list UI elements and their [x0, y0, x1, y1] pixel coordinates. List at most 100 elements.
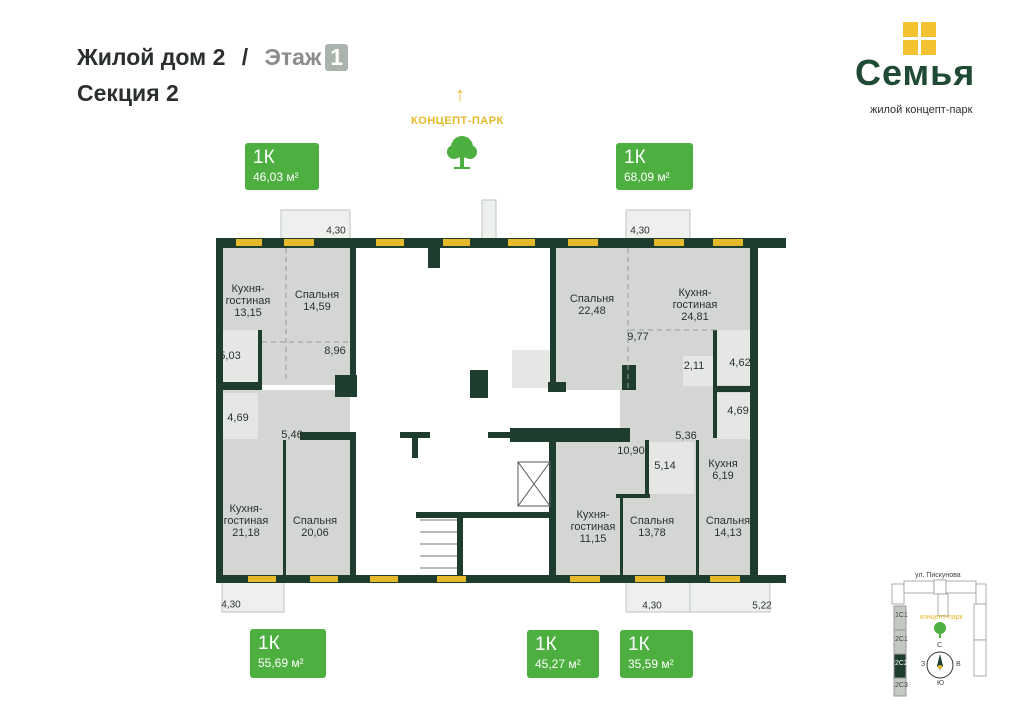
room-label: 8,96 — [324, 345, 345, 357]
apartment-type: 1К — [253, 147, 275, 168]
apartment-tag[interactable]: 1К 55,69 м² — [250, 629, 326, 678]
apartment-type: 1К — [624, 147, 646, 168]
apartment-area: 55,69 м² — [258, 656, 304, 670]
room-name: гостиная — [223, 515, 269, 527]
room-name: Кухня- — [678, 287, 712, 299]
room-area: 4,69 — [727, 405, 749, 417]
compass-north: С — [937, 642, 943, 649]
apartment-tag[interactable]: 1К 35,59 м² — [620, 630, 693, 678]
balcony-area: 5,22 — [752, 600, 772, 612]
section-title: Секция 2 — [77, 80, 179, 106]
minimap-section[interactable]: 2С3 — [895, 682, 908, 689]
logo-squares-icon — [903, 22, 936, 55]
balcony-area: 4,30 — [326, 225, 346, 237]
tree-icon — [447, 136, 477, 169]
compass-west: З — [921, 661, 926, 668]
apartment-type: 1К — [535, 634, 557, 655]
room-area: 20,06 — [301, 527, 329, 539]
minimap-section-current[interactable]: 2С2 — [895, 660, 908, 667]
elevator — [517, 461, 551, 507]
balconies — [221, 199, 771, 613]
room-area: 14,59 — [303, 301, 331, 313]
room-name: Спальня — [705, 515, 751, 527]
floor-label: Этаж — [264, 44, 322, 70]
apartment-tag[interactable]: 1К 46,03 м² — [245, 143, 319, 190]
bathrooms — [222, 330, 750, 494]
room-label: 5,14 — [654, 460, 675, 472]
room-name: гостиная — [672, 299, 718, 311]
room-name: Кухня- — [576, 509, 610, 521]
apartment-area: 45,27 м² — [535, 657, 581, 671]
separator: / — [241, 44, 249, 70]
room-area: 5,36 — [675, 430, 697, 442]
building-name[interactable]: Жилой дом 2 — [77, 44, 226, 70]
room-area: 10,90 — [617, 445, 645, 457]
room-label: 4,69 — [727, 405, 748, 417]
walls — [216, 238, 786, 583]
room-area: 21,18 — [232, 527, 260, 539]
room-area: 13,15 — [234, 307, 262, 319]
room-area: 5,03 — [219, 350, 241, 362]
room-name: Кухня — [708, 458, 738, 470]
windows — [236, 239, 743, 582]
apartment-area: 35,59 м² — [628, 657, 674, 671]
room-name: гостиная — [225, 295, 271, 307]
minimap-section[interactable]: 1С1 — [895, 612, 908, 619]
room-area: 14,13 — [714, 527, 742, 539]
room-area: 4,69 — [227, 412, 249, 424]
room-area: 13,78 — [638, 527, 666, 539]
logo-subtitle: жилой концепт-парк — [870, 104, 973, 116]
apartment-type: 1К — [258, 633, 280, 654]
site-minimap: ул. Пискунова концепт-парк 1С1 2С1 2С2 2… — [860, 570, 1010, 720]
arrow-up-icon: ↑ — [455, 84, 465, 106]
park-label: КОНЦЕПТ-ПАРК — [411, 115, 504, 127]
compass-east: В — [956, 661, 961, 668]
room-area: 22,48 — [578, 305, 606, 317]
balcony-area: 4,30 — [630, 225, 650, 237]
floor-number-badge[interactable]: 1 — [325, 44, 349, 71]
apartment-tag[interactable]: 1К 45,27 м² — [527, 630, 599, 678]
room-label: 5,36 — [675, 430, 696, 442]
room-area: 6,19 — [712, 470, 734, 482]
balcony-area: 4,30 — [221, 599, 241, 611]
room-area: 8,96 — [324, 345, 346, 357]
compass-south: Ю — [937, 680, 945, 687]
room-name: Спальня — [569, 293, 615, 305]
room-area: 4,62 — [729, 357, 751, 369]
room-name: Спальня — [294, 289, 340, 301]
zone-dividers — [262, 248, 716, 388]
room-name: Спальня — [629, 515, 675, 527]
room-label: 4,69 — [227, 412, 248, 424]
logo: Семья — [855, 52, 976, 93]
room-name: Кухня- — [229, 503, 263, 515]
apartment-area: 46,03 м² — [253, 170, 299, 184]
room-label: 2,11 — [684, 360, 705, 372]
apartment-type: 1К — [628, 634, 650, 655]
stairs — [420, 519, 457, 569]
balcony-area: 4,30 — [642, 600, 662, 612]
minimap-park-label: концепт-парк — [920, 614, 963, 621]
room-label: 5,03 — [219, 350, 240, 362]
room-area: 11,15 — [579, 533, 607, 545]
room-name: Спальня — [292, 515, 338, 527]
room-label: 9,77 — [627, 331, 648, 343]
room-label: 5,46 — [281, 429, 302, 441]
minimap-section[interactable]: 2С1 — [895, 636, 908, 643]
room-area: 24,81 — [681, 311, 709, 323]
room-area: 9,77 — [627, 331, 649, 343]
room-name: гостиная — [570, 521, 616, 533]
